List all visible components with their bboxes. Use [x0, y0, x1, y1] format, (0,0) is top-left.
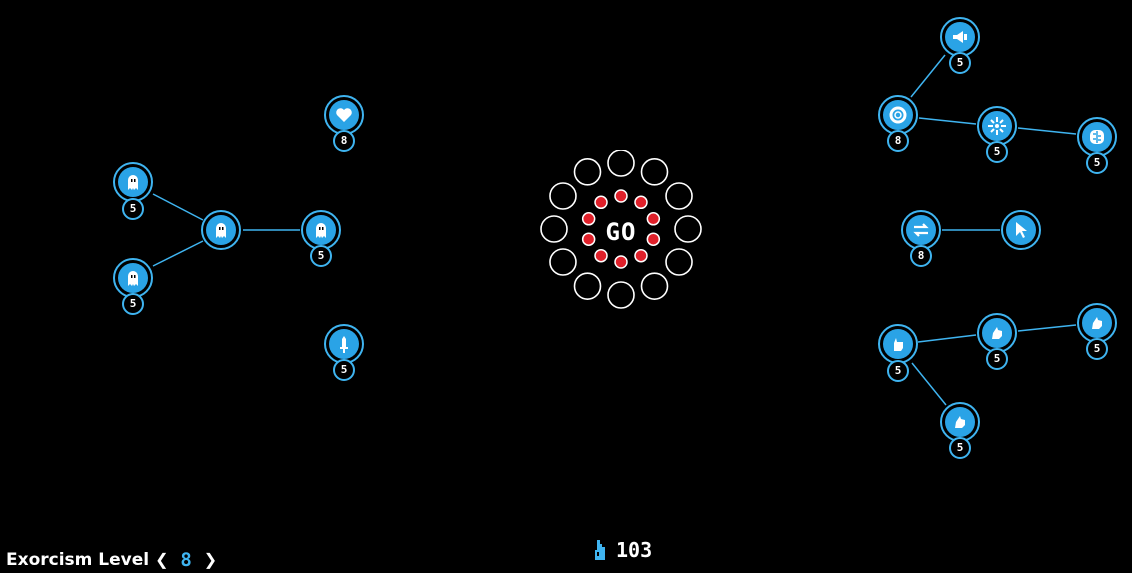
- go-button[interactable]: GO: [605, 218, 637, 246]
- skill-cost-badge: 8: [333, 130, 355, 152]
- inner-slot: [634, 195, 648, 210]
- ring-icon: [889, 106, 907, 124]
- outer-slot: [573, 158, 602, 186]
- skill-cost-badge: 5: [310, 245, 332, 267]
- skill-cost-badge: 5: [122, 293, 144, 315]
- skill-node-ghost[interactable]: [201, 210, 241, 250]
- inner-slot: [581, 232, 596, 246]
- inner-slot: [614, 189, 628, 203]
- swap-arrows-icon: [913, 223, 929, 237]
- hand-icon: [1092, 317, 1102, 329]
- ghost-icon: [316, 223, 326, 238]
- level-prev-button[interactable]: ❮: [155, 547, 169, 573]
- hand-icon: [992, 327, 1002, 339]
- skill-cost-badge: 5: [1086, 338, 1108, 360]
- skill-cost-badge: 5: [986, 141, 1008, 163]
- skill-cost-badge: 5: [949, 437, 971, 459]
- outer-slot: [549, 248, 577, 276]
- skill-cost-badge: 5: [1086, 152, 1108, 174]
- skill-node-megaphone[interactable]: [940, 17, 980, 57]
- level-value: 8: [180, 549, 192, 571]
- inner-slot: [646, 212, 661, 226]
- outer-slot: [665, 182, 693, 210]
- outer-slot: [674, 215, 702, 243]
- heart-icon: [336, 108, 352, 122]
- skill-node-brain[interactable]: [1077, 117, 1117, 157]
- currency-amount: 103: [616, 538, 653, 562]
- skill-node-hand[interactable]: [1077, 303, 1117, 343]
- water-drop-icon: [595, 540, 605, 560]
- outer-slot: [640, 158, 669, 186]
- ghost-icon: [128, 271, 138, 286]
- outer-slot: [607, 281, 635, 309]
- exorcism-level-label: Exorcism Level: [6, 550, 150, 570]
- ghost-icon: [128, 175, 138, 190]
- skill-node-hand[interactable]: [878, 324, 918, 364]
- exorcism-level-selector: Exorcism Level ❮ 8 ❯: [6, 547, 223, 573]
- outer-slot: [540, 215, 568, 243]
- skill-cost-badge: 5: [986, 348, 1008, 370]
- skill-node-swap[interactable]: [901, 210, 941, 250]
- inner-slot: [594, 195, 608, 210]
- brain-icon: [1090, 130, 1104, 144]
- inner-slot: [646, 232, 661, 246]
- outer-slot: [607, 150, 635, 177]
- burst-icon: [988, 117, 1006, 135]
- inner-slot: [581, 212, 596, 226]
- inner-slot: [594, 248, 608, 263]
- ghost-icon: [216, 223, 226, 238]
- inner-slot: [614, 255, 628, 269]
- megaphone-icon: [953, 31, 967, 43]
- skill-node-ghost[interactable]: [301, 210, 341, 250]
- skill-cost-badge: 5: [887, 360, 909, 382]
- outer-slot: [640, 272, 669, 300]
- skill-node-ghost[interactable]: [113, 162, 153, 202]
- skill-node-hand[interactable]: [977, 313, 1017, 353]
- outer-slot: [665, 248, 693, 276]
- skill-node-dagger[interactable]: [324, 324, 364, 364]
- skill-cost-badge: 8: [887, 130, 909, 152]
- skill-cost-badge: 5: [122, 198, 144, 220]
- skill-node-cursor[interactable]: [1001, 210, 1041, 250]
- skill-node-burst[interactable]: [977, 106, 1017, 146]
- skill-cost-badge: 5: [333, 359, 355, 381]
- outer-slot: [573, 272, 602, 300]
- inner-slot: [634, 248, 648, 263]
- skill-node-heart[interactable]: [324, 95, 364, 135]
- currency-display: 103: [592, 537, 652, 563]
- dagger-icon: [340, 336, 348, 353]
- go-wheel[interactable]: [540, 150, 702, 310]
- skill-cost-badge: 5: [949, 52, 971, 74]
- cursor-icon: [1016, 222, 1027, 238]
- level-next-button[interactable]: ❯: [203, 547, 218, 573]
- skill-node-ring[interactable]: [878, 95, 918, 135]
- skill-node-hand[interactable]: [940, 402, 980, 442]
- hand-icon: [894, 338, 903, 351]
- skill-cost-badge: 8: [910, 245, 932, 267]
- outer-slot: [549, 182, 577, 210]
- skill-node-ghost[interactable]: [113, 258, 153, 298]
- hand-icon: [955, 416, 965, 428]
